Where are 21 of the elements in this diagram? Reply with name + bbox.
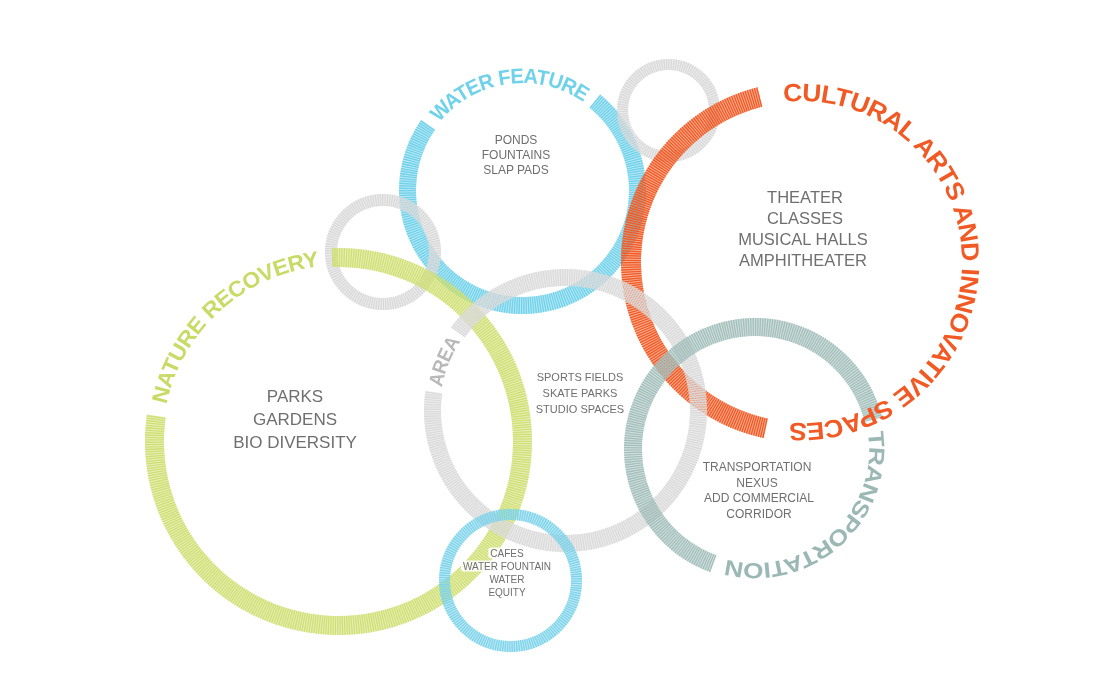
ring-item-text: FOUNTAINS (480, 149, 552, 163)
ring-item-text: SPORTS FIELDS (535, 370, 625, 384)
ring-item-text: AMPHITHEATER (738, 250, 868, 270)
ring-item-text: PARKS (265, 387, 325, 407)
ring-item-text: EQUITY (486, 586, 528, 598)
ring-item-text: WATER (487, 573, 527, 585)
striped-ring (616, 58, 720, 162)
ring-item-text: SKATE PARKS (541, 386, 619, 400)
ring-item-text: CLASSES (765, 208, 845, 228)
striped-ring (438, 508, 582, 652)
ring-item-text: GARDENS (251, 410, 339, 430)
ring-item-text: CAFES (488, 547, 526, 559)
ring-item-text: SLAP PADS (482, 164, 550, 178)
ring-item-text: WATER FOUNTAIN (460, 560, 554, 572)
ring-item-text: MUSICAL HALLS (737, 229, 869, 249)
striped-ring (398, 66, 646, 314)
ring-item-text: BIO DIVERSITY (232, 433, 358, 453)
striped-ring (325, 194, 441, 310)
ring-item-text: PONDS (493, 134, 539, 148)
ring-item-text: THEATER (766, 187, 844, 207)
ring-item-text: STUDIO SPACES (534, 402, 626, 416)
